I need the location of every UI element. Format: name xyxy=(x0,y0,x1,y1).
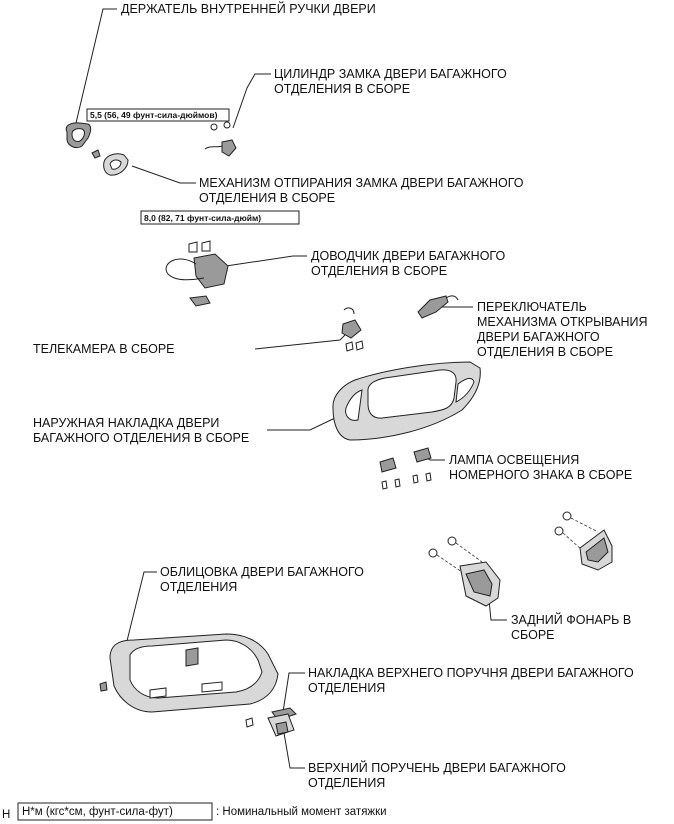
lock-cylinder-part xyxy=(204,121,237,157)
label-plate-lamp-line2: НОМЕРНОГО ЗНАКА В СБОРЕ xyxy=(449,468,632,482)
leader-closer xyxy=(225,255,307,267)
label-camera: ТЕЛЕКАМЕРА В СБОРЕ xyxy=(33,342,175,356)
label-lock-cylinder-line1: ЦИЛИНДР ЗАМКА ДВЕРИ БАГАЖНОГО xyxy=(274,67,507,81)
label-lock-release-line1: МЕХАНИЗМ ОТПИРАНИЯ ЗАМКА ДВЕРИ БАГАЖНОГО xyxy=(199,176,524,190)
rear-lamp-part xyxy=(428,511,613,607)
leader-upper-handle xyxy=(283,732,305,769)
inner-handle-holder-part xyxy=(65,122,92,149)
label-lock-cylinder-line2: ОТДЕЛЕНИЯ В СБОРЕ xyxy=(274,82,410,96)
torque-value-closer: 8,0 (82, 71 фунт-сила-дюйм) xyxy=(144,213,261,223)
label-door-trim-line1: ОБЛИЦОВКА ДВЕРИ БАГАЖНОГО xyxy=(160,565,364,579)
leader-inner-handle-holder xyxy=(75,8,117,124)
torque-value-lock-release: 5,5 (56, 49 фунт-сила-дюймов) xyxy=(90,110,218,120)
label-opener-switch-line1: ПЕРЕКЛЮЧАТЕЛЬ xyxy=(477,300,587,314)
leader-camera xyxy=(254,327,353,350)
label-upper-handle-cover-line2: ОТДЕЛЕНИЯ xyxy=(308,681,385,695)
label-door-trim-line2: ОТДЕЛЕНИЯ xyxy=(160,580,237,594)
leader-outer-garnish xyxy=(267,417,336,431)
label-upper-handle-line1: ВЕРХНИЙ ПОРУЧЕНЬ ДВЕРИ БАГАЖНОГО xyxy=(308,760,566,775)
legend-symbol: Н xyxy=(2,809,10,821)
upper-handle-part xyxy=(245,707,297,737)
label-opener-switch-line3: ДВЕРИ БАГАЖНОГО xyxy=(477,330,600,344)
label-outer-garnish-line1: НАРУЖНАЯ НАКЛАДКА ДВЕРИ xyxy=(33,416,219,430)
leader-door-trim xyxy=(125,571,157,646)
closer-part xyxy=(165,240,229,307)
label-inner-handle-holder: ДЕРЖАТЕЛЬ ВНУТРЕННЕЙ РУЧКИ ДВЕРИ xyxy=(121,1,376,16)
label-upper-handle-cover-line1: НАКЛАДКА ВЕРХНЕГО ПОРУЧНЯ ДВЕРИ БАГАЖНОГ… xyxy=(308,666,634,680)
lock-release-part xyxy=(91,149,129,176)
label-plate-lamp-line1: ЛАМПА ОСВЕЩЕНИЯ xyxy=(449,453,579,467)
torque-spec-closer: 8,0 (82, 71 фунт-сила-дюйм) xyxy=(140,210,300,225)
legend-box-text: Н*м (кгс*см, фунт-сила-фут) xyxy=(22,806,173,818)
label-closer-line2: ОТДЕЛЕНИЯ В СБОРЕ xyxy=(311,264,447,278)
leader-upper-handle-cover xyxy=(282,672,305,713)
label-closer-line1: ДОВОДЧИК ДВЕРИ БАГАЖНОГО xyxy=(311,249,505,263)
label-lock-release-line2: ОТДЕЛЕНИЯ В СБОРЕ xyxy=(199,191,335,205)
label-upper-handle-line2: ОТДЕЛЕНИЯ xyxy=(308,776,385,790)
label-rear-lamp-line2: СБОРЕ xyxy=(511,628,555,642)
torque-spec-lock-release: 5,5 (56, 49 фунт-сила-дюймов) xyxy=(86,108,230,122)
part-labels: ДЕРЖАТЕЛЬ ВНУТРЕННЕЙ РУЧКИ ДВЕРИ ЦИЛИНДР… xyxy=(33,1,648,790)
label-outer-garnish-line2: БАГАЖНОГО ОТДЕЛЕНИЯ В СБОРЕ xyxy=(33,431,249,445)
outer-garnish-part xyxy=(332,361,481,441)
label-opener-switch-line2: МЕХАНИЗМА ОТКРЫВАНИЯ xyxy=(477,315,648,329)
leader-lock-release xyxy=(131,165,196,184)
torque-legend: Н Н*м (кгс*см, фунт-сила-фут) : Номиналь… xyxy=(2,802,387,821)
legend-description: : Номинальный момент затяжки xyxy=(216,806,387,818)
label-opener-switch-line4: ОТДЕЛЕНИЯ В СБОРЕ xyxy=(477,345,613,359)
door-trim-part xyxy=(99,633,279,713)
opener-switch-part xyxy=(417,295,459,319)
plate-lamp-part xyxy=(379,447,432,490)
camera-part xyxy=(341,307,364,352)
label-rear-lamp-line1: ЗАДНИЙ ФОНАРЬ В xyxy=(511,612,631,627)
leader-lock-cylinder xyxy=(232,73,271,129)
